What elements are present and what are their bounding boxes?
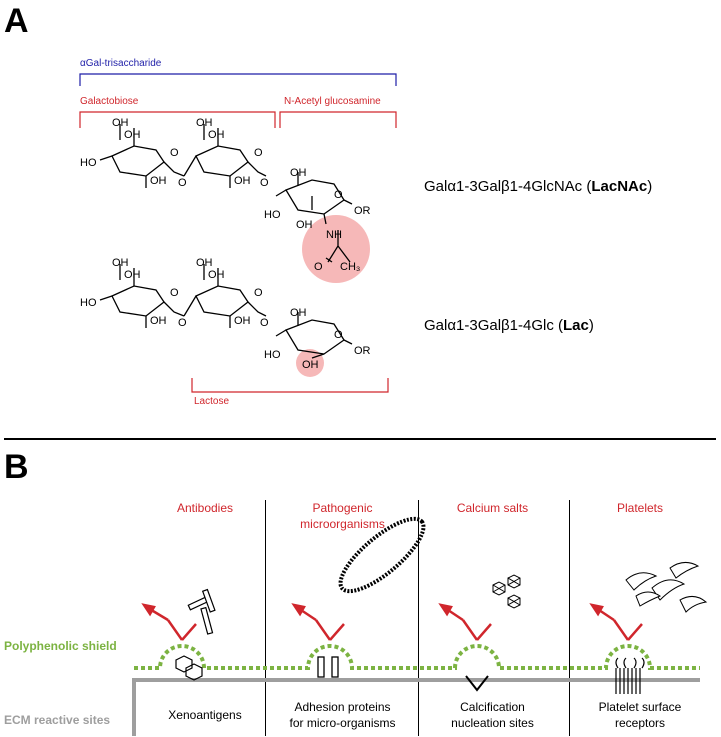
- lac-formula-prefix: Galα1-3Galβ1-4Glc (: [424, 317, 564, 334]
- svg-text:O: O: [178, 177, 187, 189]
- lacnac-formula: Galα1-3Galβ1-4GlcNAc (LacNAc): [424, 178, 652, 195]
- svg-text:O: O: [170, 147, 179, 159]
- svg-text:OH: OH: [196, 117, 213, 129]
- svg-text:OH: OH: [150, 175, 167, 187]
- panel-separator: [4, 438, 716, 440]
- svg-text:OH: OH: [112, 117, 129, 129]
- column-divider: [569, 500, 570, 736]
- category-label-antibodies: Antibodies: [176, 501, 234, 515]
- lac-molecule: [99, 264, 353, 359]
- svg-text:OH: OH: [290, 307, 307, 319]
- svg-text:O: O: [260, 177, 269, 189]
- lacnac-formula-bold: LacNAc: [591, 178, 648, 195]
- svg-text:OH: OH: [112, 257, 129, 269]
- category-label-platelets: Platelets: [616, 501, 664, 515]
- polyphenolic-shield: [134, 644, 700, 670]
- panel-a-structures: OH OH HO OH O O OH OH OH O O OH O HO OH …: [79, 73, 397, 393]
- shield-label: Polyphenolic shield: [4, 639, 117, 653]
- adhesion-protein-icon: [317, 656, 339, 678]
- svg-text:NH: NH: [326, 229, 342, 241]
- lac-atom-labels: OH OH HO OH O O OH OH OH O O OH O HO OH …: [80, 257, 371, 371]
- calcium-crystal-icon: [492, 574, 521, 609]
- lactose-bracket: [191, 378, 389, 393]
- lac-formula-bold: Lac: [563, 317, 589, 334]
- lacnac-formula-prefix: Galα1-3Galβ1-4GlcNAc (: [424, 178, 592, 195]
- glucosamine-label: N-Acetyl glucosamine: [284, 96, 381, 107]
- svg-text:O: O: [314, 261, 323, 273]
- svg-text:OH: OH: [124, 129, 141, 141]
- column-divider: [265, 500, 266, 736]
- xenoantigen-icon: [175, 655, 203, 681]
- svg-text:O: O: [170, 287, 179, 299]
- svg-text:OH: OH: [302, 359, 319, 371]
- svg-text:O: O: [334, 189, 343, 201]
- panel-b-letter: B: [4, 448, 29, 486]
- svg-text:HO: HO: [80, 297, 97, 309]
- site-label-xenoantigens: Xenoantigens: [168, 708, 242, 722]
- glucosamine-bracket: [279, 111, 397, 128]
- svg-text:HO: HO: [264, 349, 281, 361]
- antibody-icon: [187, 588, 216, 635]
- svg-text:OH: OH: [150, 315, 167, 327]
- svg-text:OR: OR: [354, 205, 371, 217]
- svg-text:O: O: [254, 287, 263, 299]
- galactobiose-label: Galactobiose: [80, 96, 139, 107]
- category-label-calcium: Calcium salts: [456, 501, 529, 515]
- svg-text:OH: OH: [208, 129, 225, 141]
- nucleation-site-icon: [465, 675, 489, 692]
- svg-text:OH: OH: [208, 269, 225, 281]
- svg-text:O: O: [178, 317, 187, 329]
- lacnac-atom-labels: OH OH HO OH O O OH OH OH O O OH O HO OH …: [80, 117, 371, 273]
- lactose-label: Lactose: [194, 396, 230, 407]
- svg-text:OR: OR: [354, 345, 371, 357]
- svg-text:OH: OH: [124, 269, 141, 281]
- trisaccharide-bracket: [79, 73, 397, 86]
- svg-text:OH: OH: [290, 167, 307, 179]
- svg-text:HO: HO: [264, 209, 281, 221]
- svg-text:O: O: [260, 317, 269, 329]
- svg-text:OH: OH: [234, 175, 251, 187]
- lac-formula: Galα1-3Galβ1-4Glc (Lac): [424, 317, 594, 334]
- deflection-arrows: [141, 603, 643, 641]
- column-divider: [418, 500, 419, 736]
- lacnac-molecule: [99, 124, 353, 263]
- panel-a-letter: A: [4, 2, 29, 40]
- trisaccharide-label: αGal-trisaccharide: [80, 58, 162, 69]
- svg-text:OH: OH: [234, 315, 251, 327]
- platelet-receptor-icon: [615, 657, 645, 694]
- ecm-label: ECM reactive sites: [4, 713, 111, 727]
- svg-text:HO: HO: [80, 157, 97, 169]
- platelets-icon: [625, 562, 708, 613]
- svg-text:OH: OH: [296, 219, 313, 231]
- svg-text:CH₃: CH₃: [340, 261, 360, 273]
- lacnac-formula-suffix: ): [647, 178, 653, 195]
- lac-formula-suffix: ): [588, 317, 594, 334]
- svg-text:OH: OH: [196, 257, 213, 269]
- svg-text:O: O: [334, 329, 343, 341]
- svg-text:O: O: [254, 147, 263, 159]
- galactobiose-bracket: [79, 111, 276, 128]
